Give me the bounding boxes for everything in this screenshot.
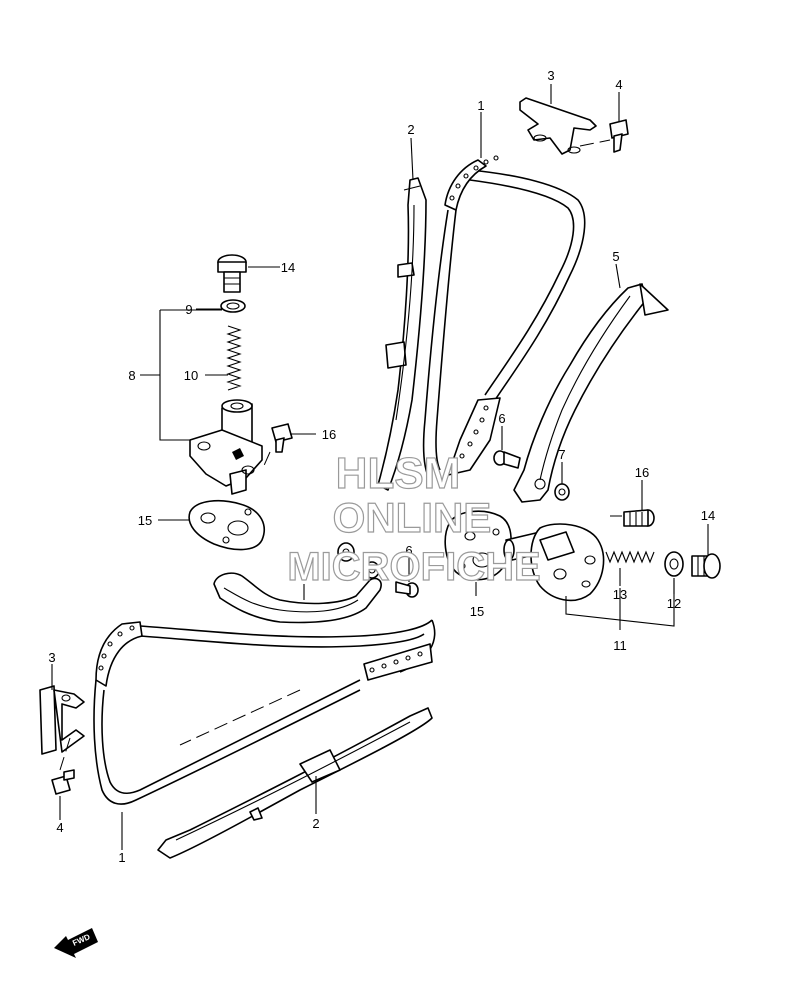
callout-4-bottom: 4 xyxy=(56,820,63,835)
callout-14-left: 14 xyxy=(281,260,295,275)
left-tensioner-washer xyxy=(220,299,246,313)
middle-chain-guide xyxy=(213,572,382,624)
watermark-line-3: MICROFICHE xyxy=(287,545,540,589)
watermark-line-1: HLSM xyxy=(336,449,461,498)
callout-11: 11 xyxy=(613,638,627,653)
callout-3-bottom: 3 xyxy=(48,650,55,665)
left-tensioner-gasket xyxy=(188,499,265,551)
middle-pivot-bolt xyxy=(395,581,419,598)
callout-labels: 1 2 3 4 5 6 7 8 9 10 14 16 15 5 6 15 16 … xyxy=(48,68,715,865)
lower-chain-guide xyxy=(157,707,433,859)
callout-3-top: 3 xyxy=(547,68,554,83)
top-right-chain-guide-bracket xyxy=(519,97,611,155)
left-tensioner-spring xyxy=(226,325,242,391)
right-tensioner-spring xyxy=(605,550,655,564)
callout-16-right: 16 xyxy=(635,465,649,480)
callout-6-right: 6 xyxy=(498,411,505,426)
callout-16-left: 16 xyxy=(322,427,336,442)
watermark-line-2: ONLINE xyxy=(333,494,492,541)
left-tensioner-small-bolt xyxy=(261,423,293,471)
callout-6-mid: 6 xyxy=(405,543,412,558)
callout-7-right: 7 xyxy=(558,447,565,462)
right-tensioner-cap-bolt xyxy=(691,553,721,579)
callout-5-right: 5 xyxy=(612,249,619,264)
callout-10: 10 xyxy=(184,368,198,383)
lower-chain-links-right xyxy=(363,643,433,681)
callout-12: 12 xyxy=(667,596,681,611)
right-tensioner-washer xyxy=(664,551,684,577)
lower-cam-chain xyxy=(93,619,436,805)
callout-1-top: 1 xyxy=(477,98,484,113)
callout-2-top: 2 xyxy=(407,122,414,137)
middle-guide-washer-lower xyxy=(364,561,380,579)
left-tensioner-cap-bolt xyxy=(217,254,247,293)
right-tensioner-bracket-lines xyxy=(565,580,675,630)
leader-lines xyxy=(51,84,709,850)
callout-1-bottom: 1 xyxy=(118,850,125,865)
left-tensioner-body xyxy=(189,399,263,495)
upper-chain-links-lower xyxy=(447,397,501,476)
upper-chain-links-top xyxy=(444,155,499,211)
callout-2-bottom: 2 xyxy=(312,816,319,831)
callout-14-right: 14 xyxy=(701,508,715,523)
right-guide-washer xyxy=(554,483,570,501)
callout-15-left: 15 xyxy=(138,513,152,528)
right-tensioner-body xyxy=(503,523,605,602)
callout-13: 13 xyxy=(613,587,627,602)
lower-chain-links-left xyxy=(95,621,143,687)
callout-4-top: 4 xyxy=(615,77,622,92)
top-right-bolt xyxy=(609,119,629,153)
upper-cam-chain xyxy=(422,155,586,481)
middle-guide-washer xyxy=(337,542,355,562)
right-tensioner-small-bolt xyxy=(610,509,655,527)
left-tensioner-bracket-lines xyxy=(140,309,228,441)
lower-left-guide-bracket xyxy=(39,685,85,771)
forward-direction-arrow: FWD xyxy=(54,928,98,958)
callout-9: 9 xyxy=(185,302,192,317)
right-chain-tension-guide xyxy=(513,283,669,503)
upper-chain-guide xyxy=(377,177,427,491)
watermark: HLSM ONLINE MICROFICHE xyxy=(287,448,542,589)
callout-8: 8 xyxy=(128,368,135,383)
callout-5-mid: 5 xyxy=(300,568,307,583)
right-tensioner-gasket xyxy=(444,510,512,581)
callout-15-mid: 15 xyxy=(470,604,484,619)
lower-left-bolt xyxy=(51,769,75,795)
guide-pivot-bolt-right xyxy=(493,450,521,469)
